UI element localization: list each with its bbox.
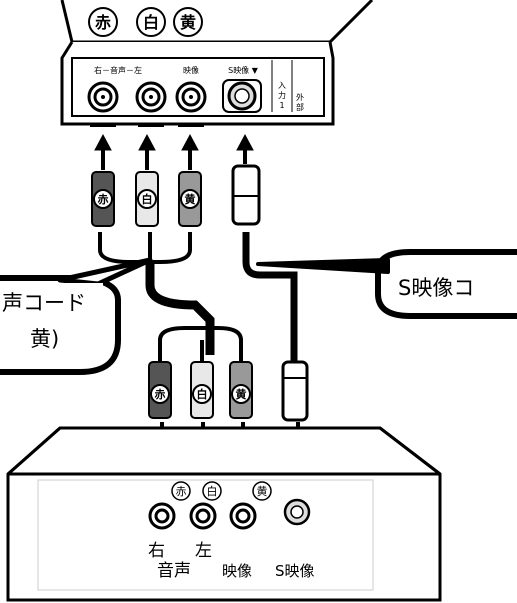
plug-red-upper: 赤 bbox=[91, 171, 115, 227]
input-label: 1 bbox=[279, 101, 284, 110]
svg-text:白: 白 bbox=[143, 13, 159, 32]
svideo-cable-callout-text: S映像コ bbox=[398, 276, 474, 300]
recorder-label-right: 右 bbox=[148, 541, 165, 561]
tv-video-jack bbox=[175, 81, 207, 113]
tv-svideo-jack bbox=[222, 79, 262, 113]
tv-audio-right-jack bbox=[87, 81, 119, 113]
audio-cable-callout: 声コード 黄) bbox=[0, 257, 153, 375]
recorder-label-video: 映像 bbox=[222, 562, 252, 580]
svg-text:赤: 赤 bbox=[155, 387, 166, 401]
tv-input-panel: 赤 白 黄 右－音声－左 映像 S映像 ▼ 入 力 1 外 部 bbox=[60, 0, 374, 127]
badge-yellow: 黄 bbox=[173, 7, 203, 37]
svg-text:赤: 赤 bbox=[98, 192, 109, 206]
plug-white-upper: 白 bbox=[135, 171, 159, 227]
badge-white: 白 bbox=[136, 7, 166, 37]
recorder-label-left: 左 bbox=[195, 541, 212, 561]
recorder-badge-yellow: 黄 bbox=[252, 481, 272, 501]
upper-arrows bbox=[94, 133, 254, 170]
tv-audio-left-jack bbox=[135, 81, 167, 113]
upper-rca-plugs: 赤 白 黄 bbox=[91, 164, 261, 227]
recorder-device: 赤 白 黄 右 左 音声 映像 S映像 bbox=[6, 426, 442, 602]
external-label: 部 bbox=[296, 102, 304, 112]
svg-text:白: 白 bbox=[207, 484, 218, 498]
recorder-audio-right-jack bbox=[148, 502, 176, 530]
svg-text:黄: 黄 bbox=[180, 13, 196, 32]
plug-red-lower: 赤 bbox=[148, 361, 172, 419]
video-label: 映像 bbox=[183, 65, 199, 75]
recorder-badge-red: 赤 bbox=[171, 481, 191, 501]
audio-cable-callout-line1: 声コード bbox=[2, 291, 86, 315]
svg-text:黄: 黄 bbox=[236, 387, 247, 401]
input-label: 入 bbox=[278, 81, 286, 90]
input-label: 力 bbox=[278, 90, 286, 100]
plug-white-lower: 白 bbox=[190, 361, 214, 419]
svg-text:赤: 赤 bbox=[95, 13, 111, 32]
svg-text:白: 白 bbox=[142, 192, 153, 206]
svideo-label: S映像 ▼ bbox=[228, 65, 259, 75]
lower-rca-plugs: 赤 白 黄 bbox=[148, 360, 309, 422]
recorder-svideo-jack bbox=[283, 498, 311, 526]
plug-svideo-lower bbox=[281, 360, 309, 422]
external-label: 外 bbox=[296, 92, 304, 102]
svideo-cable bbox=[242, 232, 298, 365]
audio-cable-callout-line2: 黄) bbox=[30, 327, 59, 351]
recorder-audio-left-jack bbox=[189, 502, 217, 530]
recorder-label-svideo: S映像 bbox=[275, 562, 315, 580]
svideo-cable-callout: S映像コ bbox=[256, 249, 517, 319]
plug-svideo-upper bbox=[231, 164, 261, 226]
badge-red: 赤 bbox=[88, 7, 118, 37]
audio-label: 右－音声－左 bbox=[94, 65, 142, 75]
recorder-video-jack bbox=[229, 502, 257, 530]
svg-text:黄: 黄 bbox=[257, 484, 268, 498]
audio-video-cable bbox=[98, 232, 243, 370]
recorder-label-audio: 音声 bbox=[157, 561, 191, 581]
svg-text:黄: 黄 bbox=[185, 192, 196, 206]
svg-text:赤: 赤 bbox=[176, 485, 187, 498]
plug-yellow-lower: 黄 bbox=[229, 361, 253, 419]
recorder-badge-white: 白 bbox=[202, 481, 222, 501]
plug-yellow-upper: 黄 bbox=[178, 171, 202, 227]
svg-text:白: 白 bbox=[197, 387, 208, 401]
